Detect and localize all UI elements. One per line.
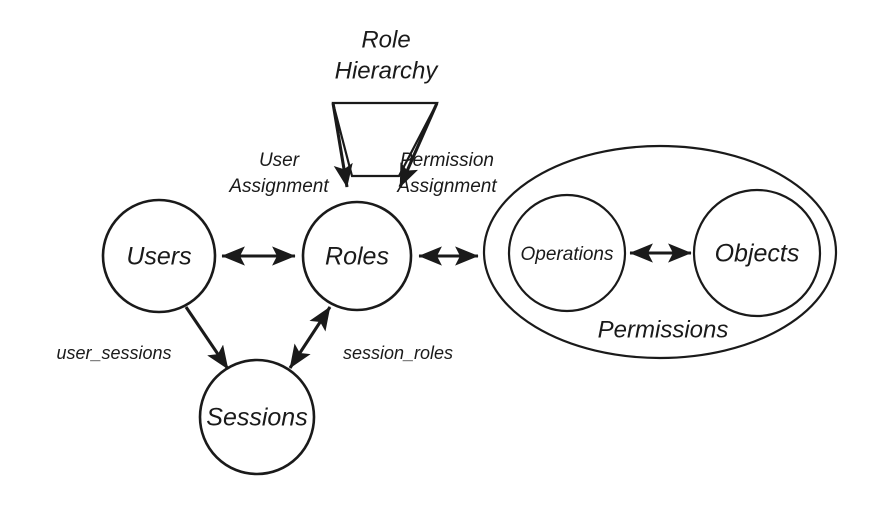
roles-label: Roles xyxy=(325,243,389,271)
roles-circle xyxy=(301,200,413,312)
permissions-label: Permissions xyxy=(598,316,729,343)
users-label: Users xyxy=(126,243,191,271)
objects-circle xyxy=(692,188,822,318)
role-hierarchy-trapezoid xyxy=(331,101,439,178)
permission-assignment-label-line2: Assignment xyxy=(396,176,497,197)
user-assignment-arrow xyxy=(331,102,353,188)
permission-assignment-label-line1: Permission xyxy=(400,150,494,171)
objects-label: Objects xyxy=(715,240,800,268)
sessions-label: Sessions xyxy=(206,404,307,432)
role-hierarchy-title-line1: Role xyxy=(361,26,410,53)
user-assignment-label-line2: Assignment xyxy=(228,176,329,197)
user-sessions-label: user_sessions xyxy=(56,343,171,363)
sessions-circle xyxy=(198,358,316,476)
users-circle xyxy=(101,198,217,314)
users-sessions-arrow xyxy=(184,306,230,370)
operations-circle xyxy=(507,193,627,313)
sessions-roles-arrow xyxy=(288,306,332,369)
operations-label: Operations xyxy=(521,244,614,265)
role-hierarchy-title-line2: Hierarchy xyxy=(335,57,440,84)
session-roles-label: session_roles xyxy=(343,343,453,363)
permission-assignment-arrow xyxy=(398,102,439,188)
user-assignment-label-line1: User xyxy=(259,150,300,171)
